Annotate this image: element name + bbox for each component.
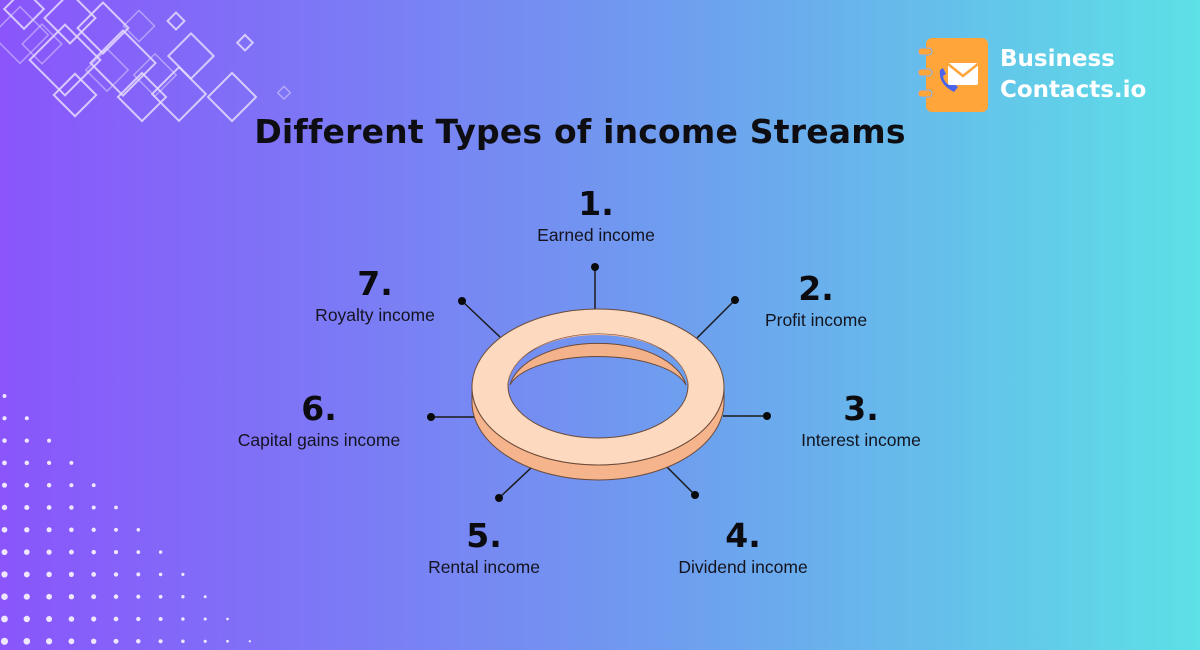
item-label: Profit income — [764, 310, 868, 330]
income-item-6: 6. Capital gains income — [238, 391, 400, 451]
item-number: 5. — [466, 516, 502, 555]
item-label: Earned income — [537, 225, 655, 245]
business-contacts-logo-icon — [918, 38, 988, 112]
item-number: 1. — [578, 184, 614, 223]
page-title: Different Types of income Streams — [254, 112, 906, 151]
income-item-4: 4. Dividend income — [678, 518, 807, 578]
item-number: 3. — [843, 389, 879, 428]
income-item-7: 7. Royalty income — [315, 266, 435, 326]
item-number: 2. — [798, 269, 834, 308]
brand-name: Business Contacts.io — [1000, 44, 1146, 106]
torus-ring-shape — [471, 308, 725, 481]
item-label: Dividend income — [678, 557, 808, 577]
income-item-5: 5. Rental income — [428, 518, 540, 578]
dot-pattern-decoration — [0, 394, 251, 645]
item-label: Royalty income — [315, 305, 435, 325]
diamond-pattern-decoration — [0, 0, 292, 123]
income-item-1: 1. Earned income — [537, 186, 655, 246]
item-label: Rental income — [428, 557, 540, 577]
item-label: Capital gains income — [237, 430, 401, 450]
item-label: Interest income — [801, 430, 921, 450]
brand-line-1: Business — [1000, 46, 1115, 72]
income-item-2: 2. Profit income — [765, 271, 867, 331]
connector-lines — [427, 263, 771, 502]
brand-line-2: Contacts.io — [1000, 77, 1147, 103]
item-number: 6. — [301, 389, 337, 428]
item-number: 4. — [725, 516, 761, 555]
income-item-3: 3. Interest income — [801, 391, 921, 451]
item-number: 7. — [357, 264, 393, 303]
